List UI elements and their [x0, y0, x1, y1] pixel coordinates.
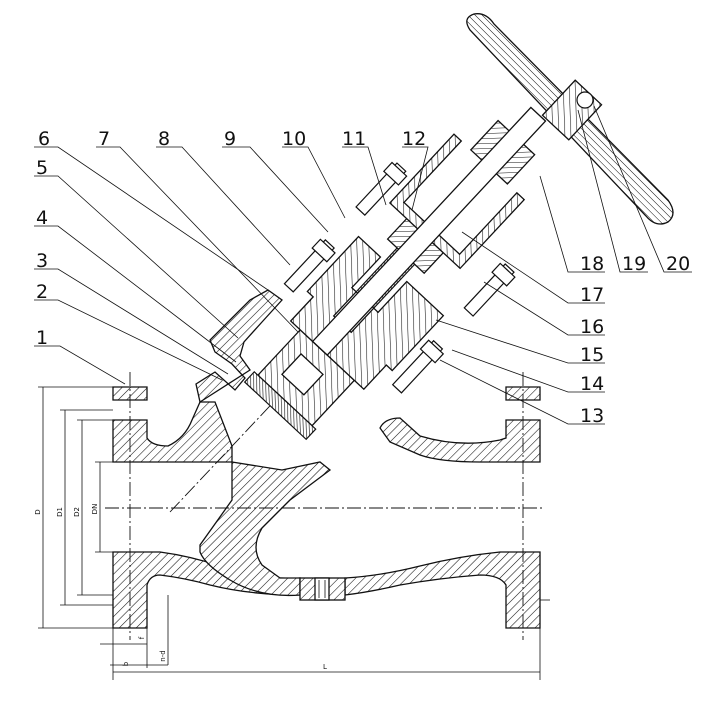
bonnet-bolts	[283, 161, 516, 394]
callout-16: 16	[580, 316, 604, 338]
dim-label-n-d: n-d	[159, 650, 167, 661]
dimensions	[38, 386, 550, 680]
right-flange-upper	[379, 417, 541, 463]
callout-12: 12	[402, 128, 426, 150]
callout-20: 20	[666, 253, 690, 275]
seat-ring	[243, 370, 317, 441]
callout-4: 4	[36, 207, 48, 229]
left-flange-upper	[112, 401, 233, 463]
callout-6: 6	[38, 128, 50, 150]
part-callouts: 1 2 3 4 5 6 7 8 9 10 11 12 13 14 15 16 1…	[36, 128, 690, 427]
callout-8: 8	[158, 128, 170, 150]
callout-3: 3	[36, 250, 48, 272]
hub-nut	[576, 91, 594, 109]
callout-5: 5	[36, 157, 48, 179]
body-neck	[195, 289, 283, 404]
dim-label-f: f	[138, 636, 146, 639]
callout-1: 1	[36, 327, 48, 349]
disc-nut	[281, 352, 324, 396]
callout-17: 17	[580, 284, 604, 306]
dim-label-l: L	[323, 663, 327, 671]
dim-label-d2: D2	[73, 507, 81, 517]
dim-label-d1: D1	[56, 507, 64, 517]
dim-label-dn: DN	[91, 504, 99, 515]
callout-10: 10	[282, 128, 306, 150]
stem	[311, 106, 547, 357]
callout-15: 15	[580, 344, 604, 366]
callout-7: 7	[98, 128, 110, 150]
callout-9: 9	[224, 128, 236, 150]
left-flange	[112, 386, 148, 401]
callout-18: 18	[580, 253, 604, 275]
leader-lines	[34, 105, 692, 425]
bonnet-assembly	[243, 106, 547, 441]
callout-19: 19	[622, 253, 646, 275]
body-partition	[199, 461, 332, 597]
callout-2: 2	[36, 281, 48, 303]
callout-13: 13	[580, 405, 604, 427]
dim-label-d: D	[34, 509, 42, 514]
right-flange-top	[505, 386, 541, 401]
valve-body	[112, 289, 541, 629]
handwheel	[466, 13, 674, 225]
callout-14: 14	[580, 373, 604, 395]
dim-label-b: b	[122, 661, 130, 666]
drain-plug	[314, 577, 330, 601]
right-flange-lower	[344, 551, 541, 629]
callout-11: 11	[342, 128, 366, 150]
